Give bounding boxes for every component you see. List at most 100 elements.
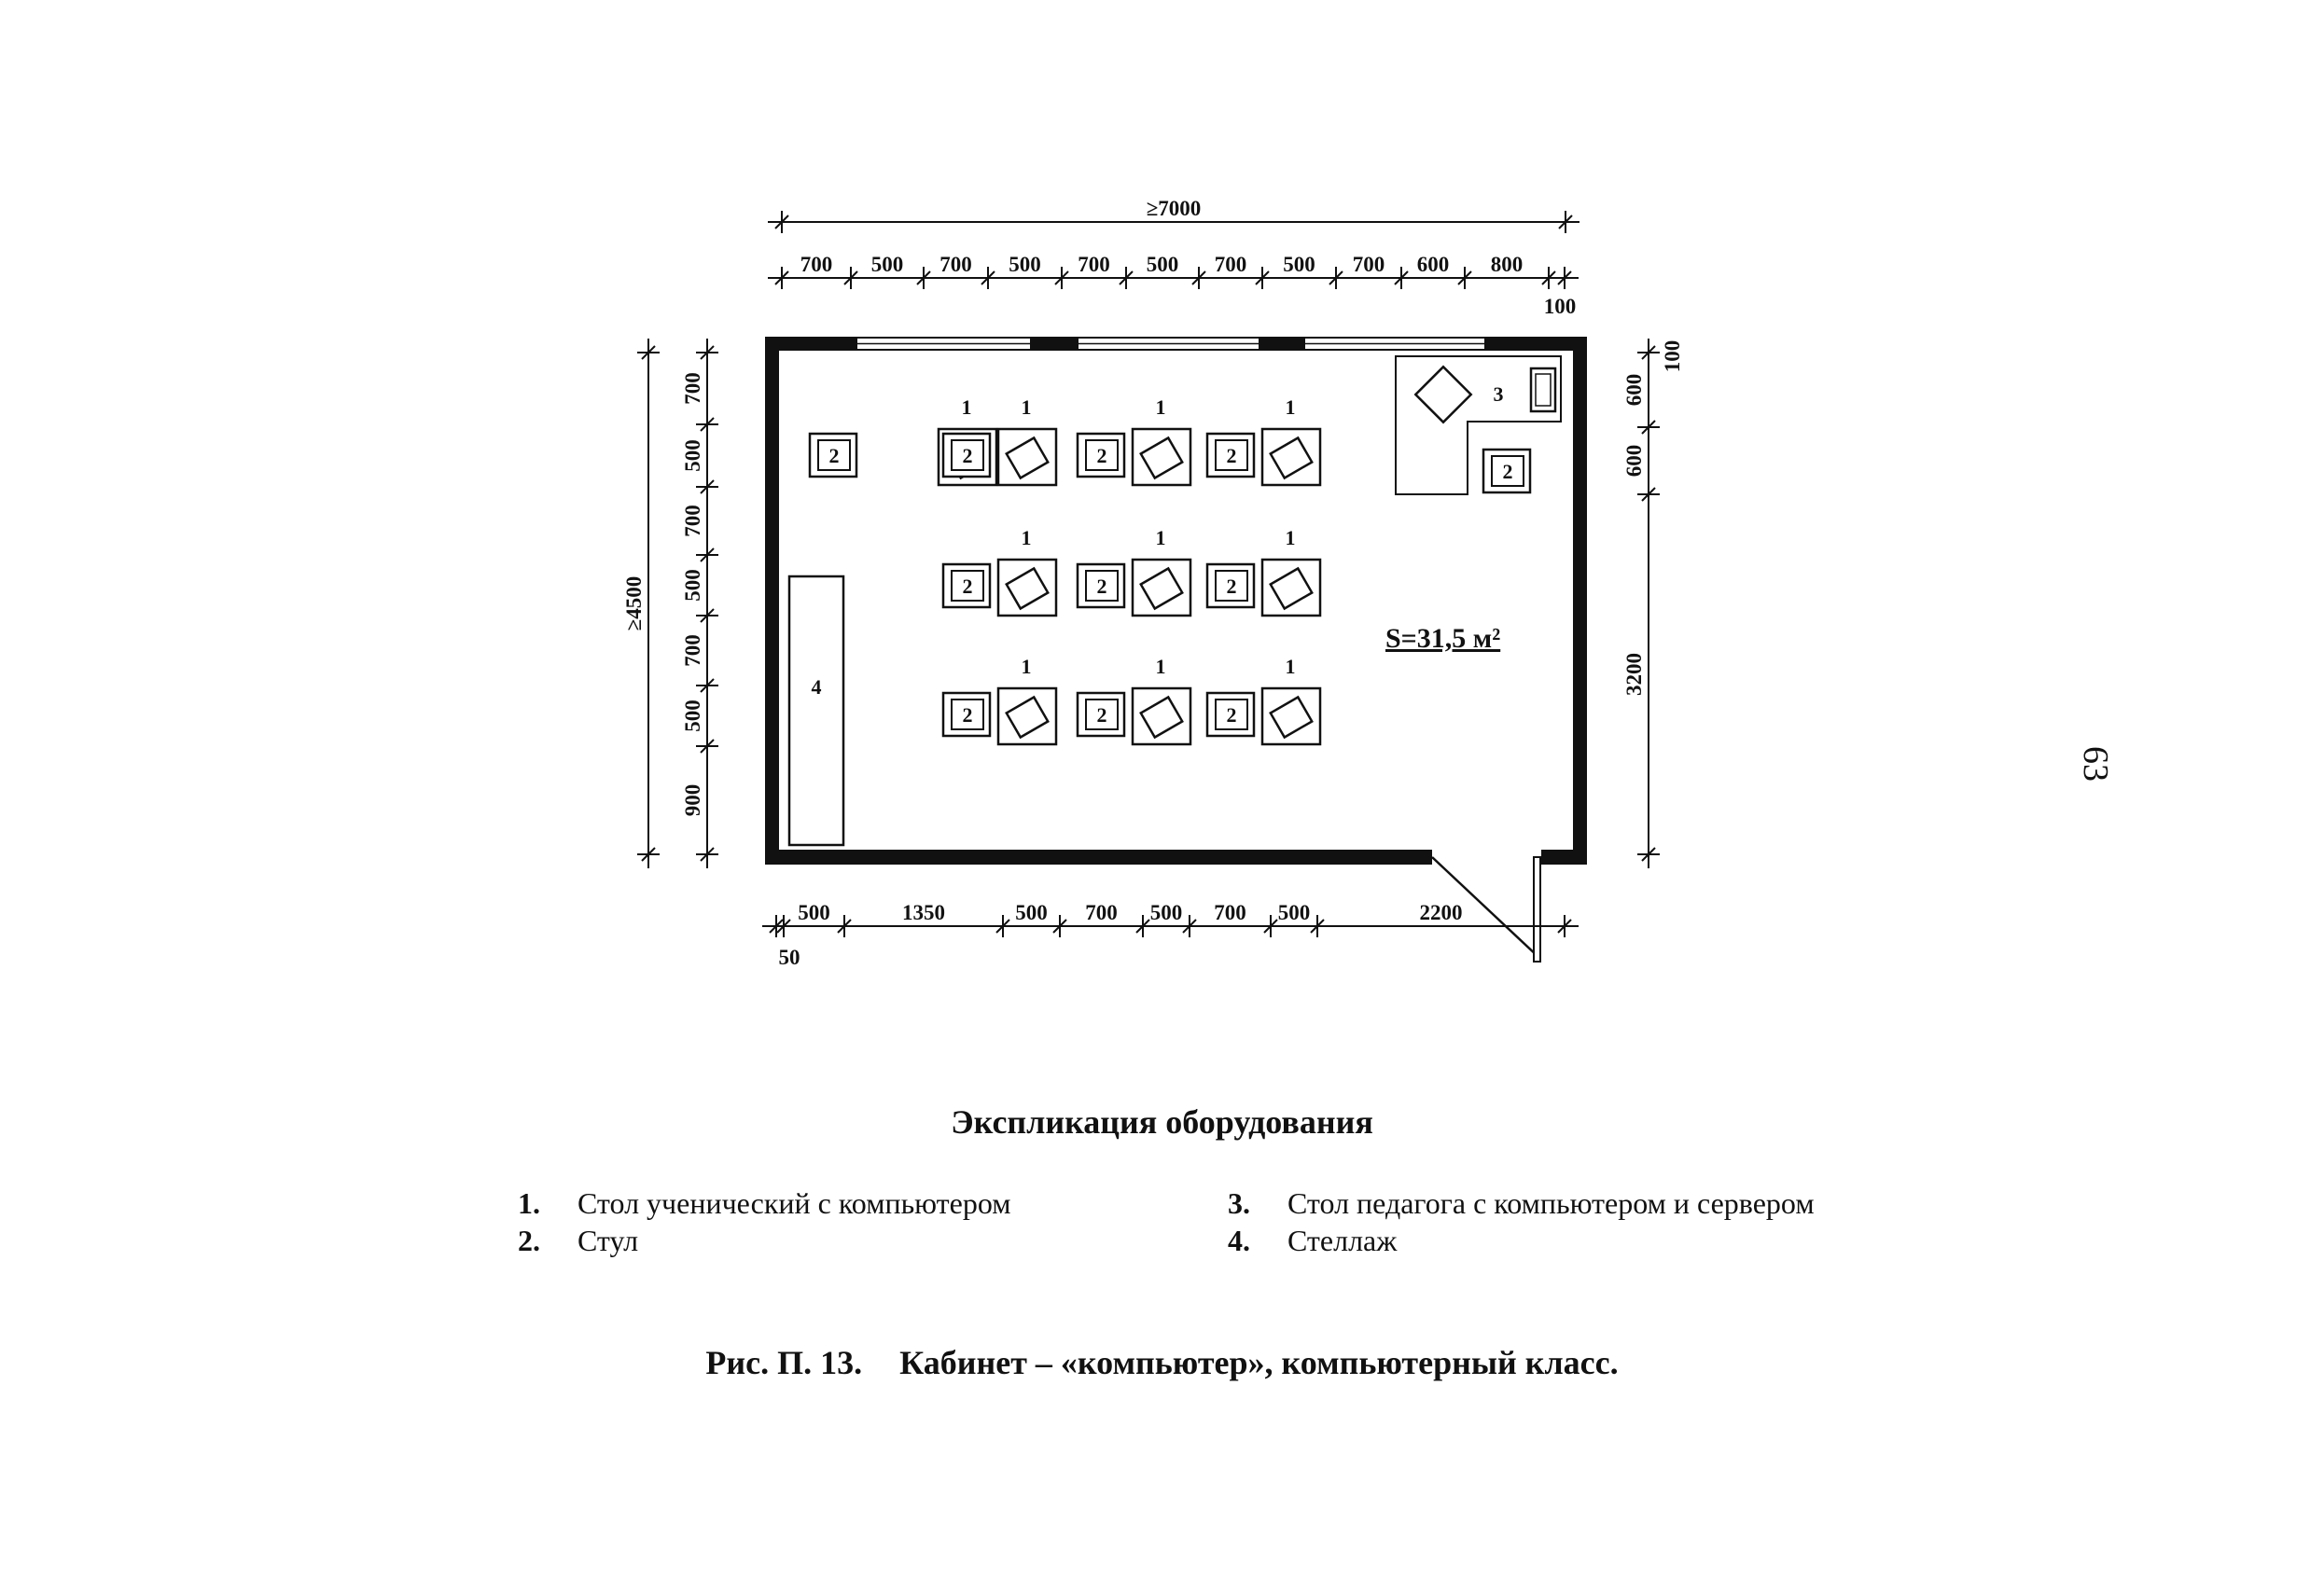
chair-mark: 2 — [1227, 575, 1237, 598]
dim-tick — [696, 547, 718, 562]
chair-mark: 2 — [963, 575, 973, 598]
legend-item-2: 2. Стул — [518, 1224, 638, 1258]
dim-tick-slash — [1054, 270, 1069, 285]
dim-tick — [696, 608, 718, 623]
chair-seat — [1085, 699, 1119, 730]
computer — [1269, 436, 1314, 480]
dim-top-label: 700 — [1215, 253, 1247, 276]
desk-mark: 1 — [1156, 655, 1166, 678]
chair-mark: 2 — [1503, 460, 1513, 483]
dim-tick — [1052, 915, 1067, 937]
room-walls — [765, 337, 1587, 963]
computer — [1005, 436, 1050, 480]
chair-seat — [951, 439, 984, 471]
dim-right-label: 600 — [1622, 374, 1646, 407]
legend-item-1: 1.Стол ученический с компьютером — [518, 1186, 1010, 1221]
student-desk: 1 — [1131, 395, 1192, 487]
dim-tick-slash — [1135, 919, 1150, 934]
student-desk: 1 — [1131, 526, 1192, 617]
dim-tick — [843, 267, 858, 289]
wall-pier — [1259, 337, 1304, 351]
student-desk: 1 — [996, 395, 1058, 487]
chair-seat — [1491, 455, 1524, 487]
dim-tick-slash — [1052, 919, 1067, 934]
dim-top-label: 700 — [1353, 253, 1385, 276]
chair-seat — [1085, 570, 1119, 602]
desk-mark: 1 — [1022, 395, 1032, 419]
dim-tick-slash — [837, 919, 852, 934]
dim-bottom-label: 2200 — [1420, 901, 1463, 924]
dim-tick — [774, 211, 789, 233]
dim-tick-slash — [1255, 270, 1270, 285]
dim-tick — [696, 678, 718, 693]
rack-outline — [787, 575, 845, 847]
dim-tick-slash — [1457, 270, 1472, 285]
dim-tick-slash — [700, 847, 715, 862]
dim-tick — [1457, 267, 1472, 289]
dim-tick-slash — [700, 678, 715, 693]
computer — [1139, 695, 1184, 740]
dim-tick — [776, 915, 791, 937]
desk-mark: 1 — [1286, 526, 1296, 549]
dim-tick-slash — [843, 270, 858, 285]
dim-left-label: 500 — [681, 439, 704, 472]
dim-top-label: 800 — [1491, 253, 1524, 276]
dim-tick — [1541, 267, 1556, 289]
chair: 2 — [808, 432, 858, 478]
chair-seat — [1215, 699, 1248, 730]
chair: 2 — [1482, 448, 1532, 494]
chair-seat — [1215, 570, 1248, 602]
dim-tick-slash — [641, 847, 656, 862]
dim-bottom-label: 500 — [1150, 901, 1183, 924]
chair: 2 — [1076, 432, 1126, 478]
wall-left — [765, 337, 779, 865]
server-inner — [1535, 373, 1552, 407]
legend-title: Экспликация оборудования — [951, 1103, 1373, 1141]
dim-tick-slash — [1557, 270, 1572, 285]
dim-tick — [1637, 487, 1660, 502]
dim-left-label: 900 — [681, 784, 704, 817]
dim-tick — [637, 847, 660, 862]
dim-tick-slash — [916, 270, 931, 285]
dim-left-label: 700 — [681, 505, 704, 537]
dim-tick-slash — [700, 417, 715, 432]
dim-tick — [1329, 267, 1343, 289]
teacher-desk-mark: 3 — [1494, 382, 1504, 406]
legend-item-number: 2. — [518, 1224, 540, 1257]
legend-item-text: Стеллаж — [1287, 1224, 1398, 1257]
dim-tick — [696, 417, 718, 432]
rack: 4 — [787, 575, 845, 847]
legend-item-3: 3.Стол педагога с компьютером и сервером — [1228, 1186, 1815, 1221]
dim-right-label: 600 — [1622, 445, 1646, 478]
student-desk: 1 — [996, 655, 1058, 746]
legend-item-text: Стол ученический с компьютером — [578, 1186, 1011, 1220]
wall-pier — [765, 337, 856, 351]
legend-item-4: 4.Стеллаж — [1228, 1224, 1397, 1258]
dim-tick — [837, 915, 852, 937]
chair-mark: 2 — [1227, 703, 1237, 727]
computer — [1139, 566, 1184, 611]
dim-tick — [916, 267, 931, 289]
student-desk: 1 — [1260, 526, 1322, 617]
legend-item-text: Стул — [578, 1224, 639, 1257]
dim-tick-slash — [641, 345, 656, 360]
chair: 2 — [941, 691, 992, 738]
desk-mark: 1 — [1286, 655, 1296, 678]
dim-bottom-label: 1350 — [902, 901, 945, 924]
chair-mark: 2 — [963, 703, 973, 727]
dim-tick — [1255, 267, 1270, 289]
door-swing — [1431, 856, 1540, 959]
dim-bottom-left: 50 — [779, 946, 800, 969]
dim-tick-slash — [700, 345, 715, 360]
dim-left-label: 500 — [681, 700, 704, 732]
dim-tick-slash — [995, 919, 1010, 934]
dim-top-label: 500 — [1009, 253, 1041, 276]
area-label: S=31,5 м² — [1385, 623, 1500, 654]
dim-tick — [1394, 267, 1409, 289]
dim-tick-slash — [1641, 345, 1656, 360]
computer — [1139, 436, 1184, 480]
dim-tick — [696, 847, 718, 862]
